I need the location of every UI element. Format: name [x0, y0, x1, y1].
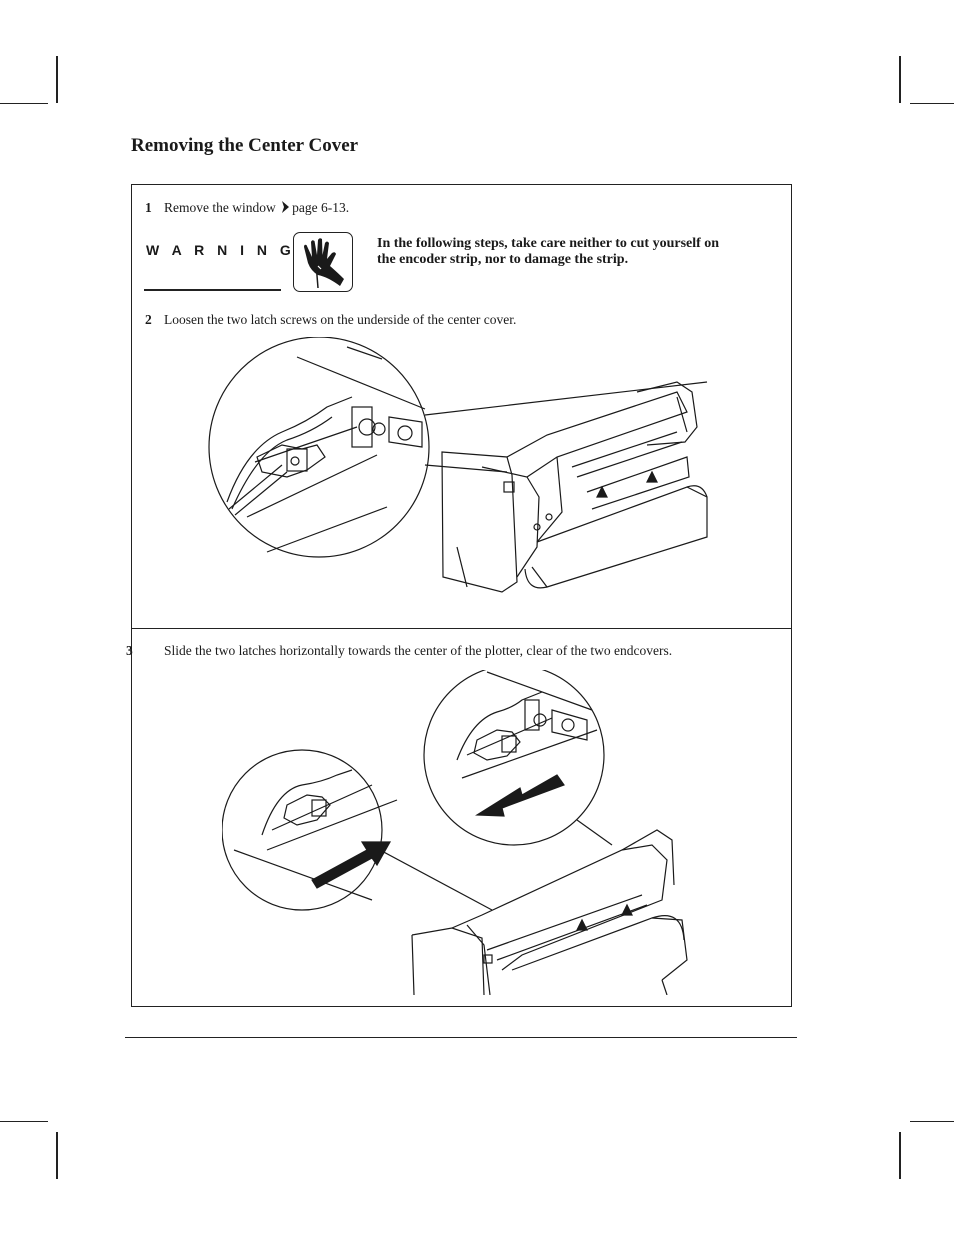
page-title: Removing the Center Cover — [131, 135, 359, 156]
step-3: 3 Slide the two latches horizontally towa… — [126, 643, 724, 659]
crop-mark — [0, 1121, 48, 1122]
warning-label: W A R N I N G — [146, 242, 296, 258]
cut-hand-icon — [293, 232, 353, 292]
crop-mark — [56, 56, 58, 103]
step-number: 2 — [145, 312, 152, 327]
arrow-right-icon — [282, 201, 290, 213]
crop-mark — [910, 103, 954, 104]
crop-mark — [0, 103, 48, 104]
step-text: Remove the window — [164, 200, 276, 215]
crop-mark — [56, 1132, 58, 1179]
warning-rule — [144, 289, 281, 291]
plotter-latch-screw-diagram — [208, 337, 708, 593]
step-1: 1 Remove the window page 6-13. — [145, 200, 349, 216]
page-reference-link[interactable]: page 6-13. — [292, 200, 350, 215]
crop-mark — [899, 1132, 901, 1179]
step-text: Loosen the two latch screws on the under… — [164, 312, 517, 327]
crop-mark — [910, 1121, 954, 1122]
step-text: Slide the two latches horizontally towar… — [164, 643, 673, 658]
step-number: 3 — [126, 643, 133, 658]
section-divider — [132, 628, 791, 629]
crop-mark — [899, 56, 901, 103]
warning-text: In the following steps, take care neithe… — [377, 236, 720, 267]
step-2: 2 Loosen the two latch screws on the unde… — [145, 312, 516, 328]
step-number: 1 — [145, 200, 152, 215]
footer-rule — [125, 1037, 797, 1038]
procedure-box: 1 Remove the window page 6-13. W A R N I … — [126, 184, 792, 1007]
plotter-latch-slide-diagram — [222, 670, 688, 995]
